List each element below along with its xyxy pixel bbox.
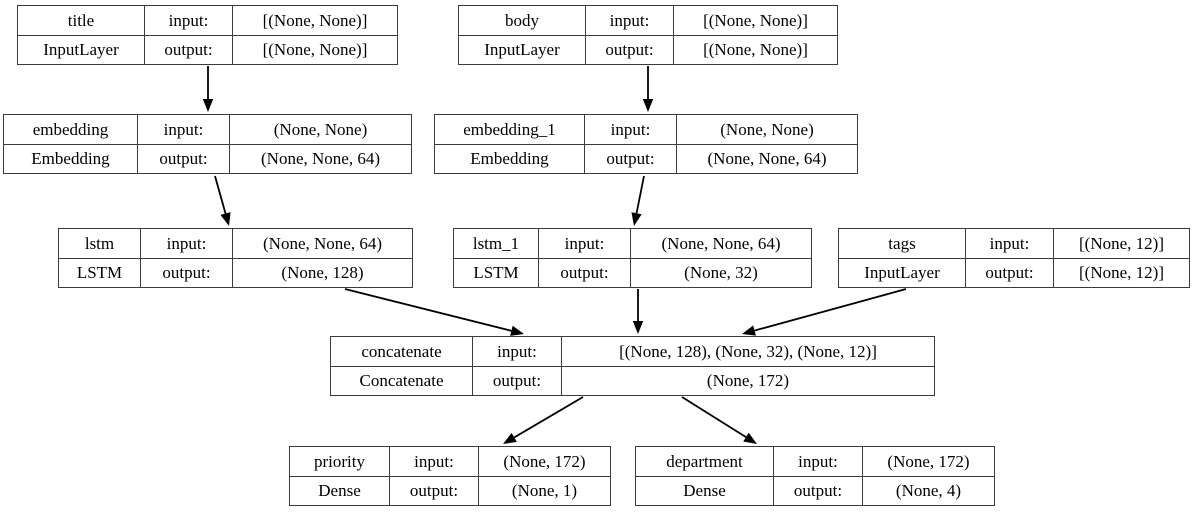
layer-name: lstm (59, 229, 141, 258)
output-shape: (None, None, 64) (707, 149, 827, 169)
input-shape: (None, None) (720, 119, 814, 139)
input-shape: [(None, 128), (None, 32), (None, 12)] (619, 341, 877, 361)
input-shape: [(None, None)] (703, 10, 808, 30)
input-shape: (None, None) (273, 119, 368, 139)
input-label: input: (585, 115, 677, 144)
output-shape: [(None, None)] (262, 40, 368, 60)
edge-concatenate-priority (503, 396, 584, 444)
layer-class-name: Embedding (435, 144, 585, 173)
input-label: input: (774, 447, 863, 476)
layer-name: embedding (4, 115, 138, 144)
layer-class-name: LSTM (454, 258, 539, 287)
input-label: input: (141, 229, 233, 258)
input-shape: [(None, None)] (262, 10, 368, 30)
layer-name: embedding_1 (435, 115, 585, 144)
edge-tags-concatenate (742, 288, 907, 336)
layer-name: body (459, 6, 586, 35)
output-shape: (None, 128) (281, 263, 364, 283)
output-label: output: (390, 476, 479, 505)
output-shape: (None, 4) (895, 481, 962, 501)
output-label: output: (138, 144, 230, 173)
layer-class-name: InputLayer (18, 35, 145, 64)
layer-name: priority (290, 447, 390, 476)
input-label: input: (966, 229, 1054, 258)
input-label: input: (586, 6, 674, 35)
output-shape: [(None, None)] (703, 40, 808, 60)
output-label: output: (473, 366, 562, 395)
edge-lstm-concatenate (344, 288, 524, 336)
output-label: output: (774, 476, 863, 505)
input-shape: (None, None, 64) (263, 233, 382, 253)
layer-name: tags (839, 229, 966, 258)
layer-class-name: Dense (290, 476, 390, 505)
output-label: output: (585, 144, 677, 173)
edge-embedding-lstm (214, 175, 231, 226)
input-shape: (None, None, 64) (661, 233, 781, 253)
edge-title-embedding (202, 66, 214, 112)
output-label: output: (966, 258, 1054, 287)
layer-name: concatenate (331, 337, 473, 366)
input-label: input: (145, 6, 233, 35)
edge-body-embedding_1 (642, 66, 654, 112)
edge-lstm_1-concatenate (632, 289, 644, 334)
output-shape: (None, 172) (706, 371, 790, 391)
input-label: input: (138, 115, 230, 144)
input-shape: (None, 172) (887, 451, 970, 471)
input-label: input: (539, 229, 631, 258)
edge-embedding_1-lstm_1 (631, 175, 645, 226)
output-shape: (None, None, 64) (261, 149, 380, 169)
layer-class-name: InputLayer (459, 35, 586, 64)
layer-class-name: Dense (636, 476, 774, 505)
layer-name: department (636, 447, 774, 476)
layer-class-name: LSTM (59, 258, 141, 287)
edge-concatenate-department (681, 396, 757, 444)
layer-name: title (18, 6, 145, 35)
output-shape: [(None, 12)] (1079, 263, 1164, 283)
input-shape: (None, 172) (503, 451, 586, 471)
output-label: output: (586, 35, 674, 64)
layer-name: lstm_1 (454, 229, 539, 258)
output-shape: (None, 1) (511, 481, 578, 501)
layer-class-name: Embedding (4, 144, 138, 173)
output-label: output: (141, 258, 233, 287)
input-shape: [(None, 12)] (1079, 233, 1164, 253)
input-label: input: (473, 337, 562, 366)
layer-class-name: Concatenate (331, 366, 473, 395)
output-shape: (None, 32) (684, 263, 758, 283)
input-label: input: (390, 447, 479, 476)
output-label: output: (539, 258, 631, 287)
output-label: output: (145, 35, 233, 64)
layer-class-name: InputLayer (839, 258, 966, 287)
